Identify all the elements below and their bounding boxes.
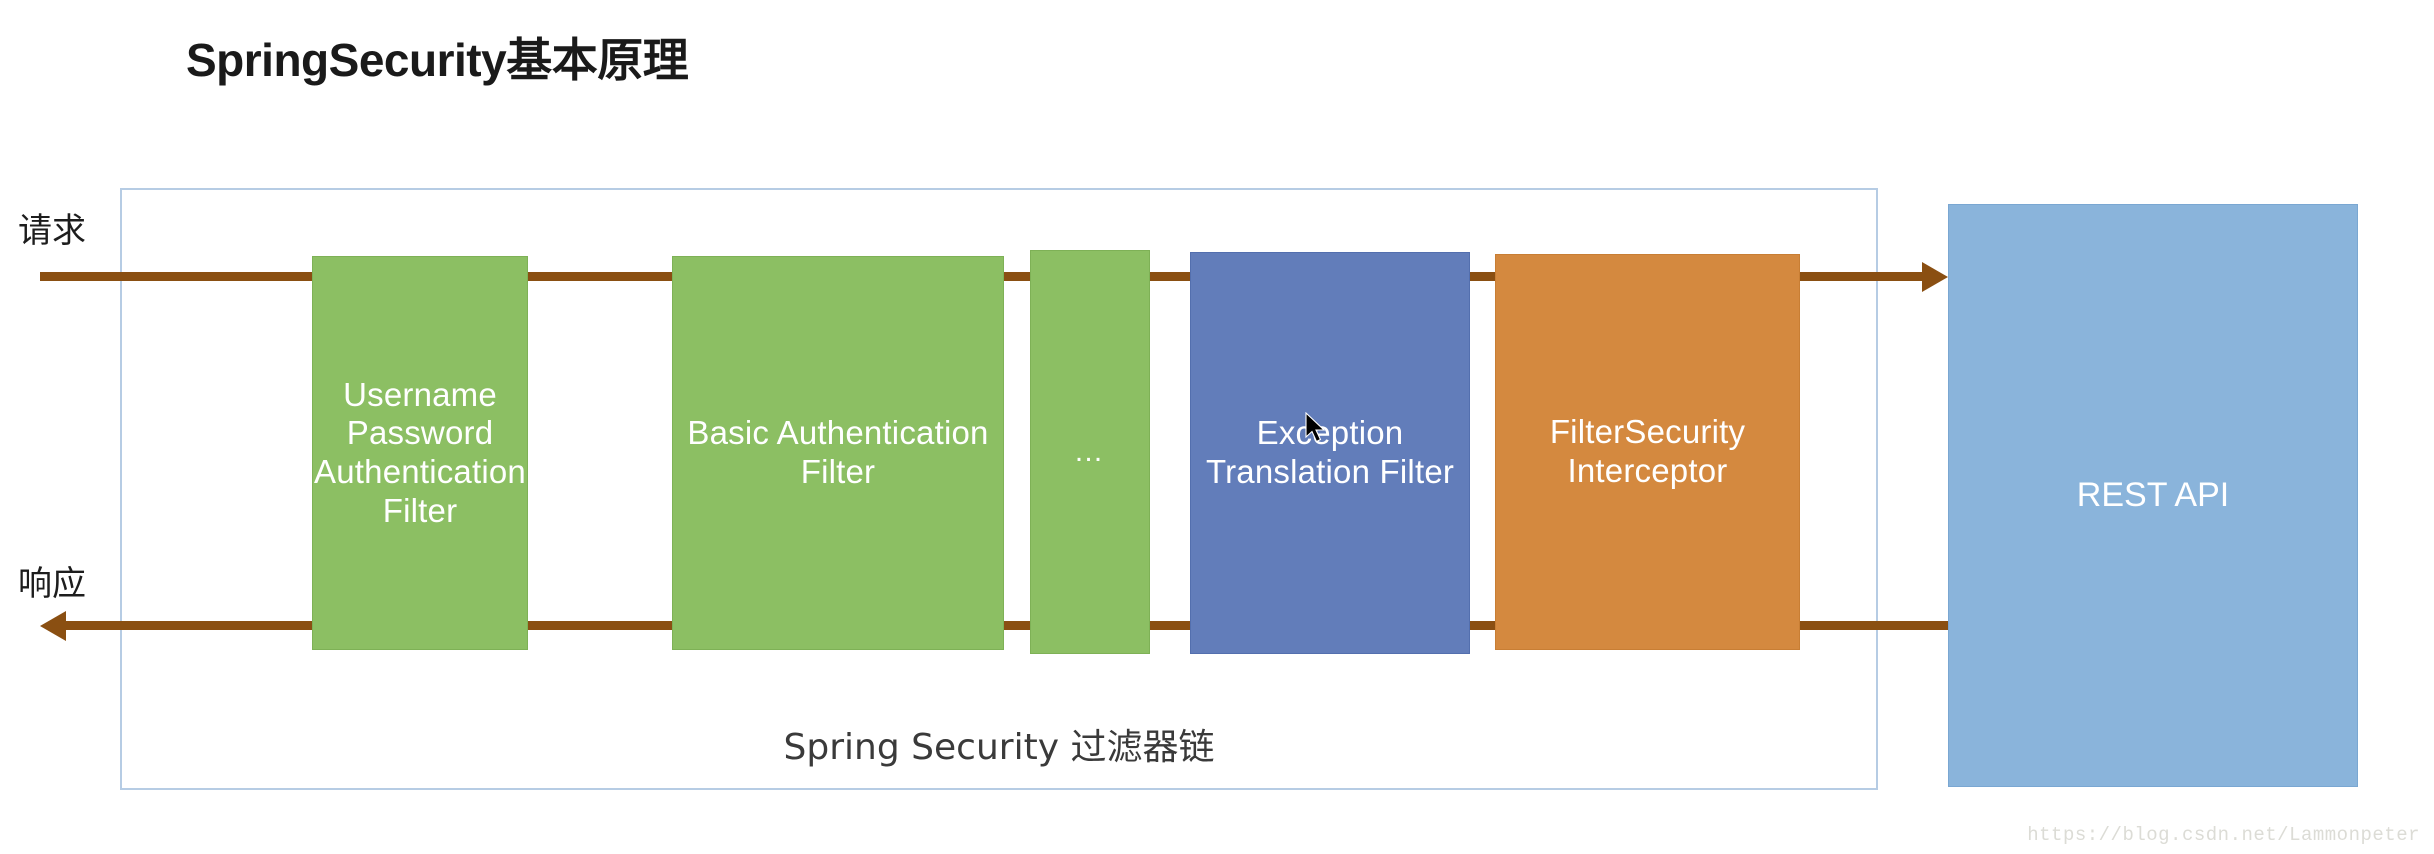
filter-box-basic-authentication-filter[interactable]: Basic Authentication Filter	[672, 256, 1004, 650]
request-flow-segment-2	[1002, 272, 1032, 281]
response-flow-segment-entry	[1798, 621, 1950, 630]
response-flow-segment-exit	[66, 621, 314, 630]
page-title: SpringSecurity基本原理	[186, 34, 689, 86]
filter-box-label: Basic Authentication Filter	[687, 414, 989, 490]
request-label: 请求	[18, 211, 86, 251]
response-label: 响应	[18, 564, 86, 604]
response-flow-segment-3	[1148, 621, 1192, 630]
filter-box-filter-security-interceptor[interactable]: FilterSecurity Interceptor	[1495, 254, 1800, 650]
request-flow-segment-3	[1148, 272, 1192, 281]
request-flow-segment-entry	[40, 272, 314, 281]
rest-api-label: REST API	[2076, 476, 2230, 514]
filter-box-ellipsis[interactable]: …	[1030, 250, 1150, 654]
request-flow-segment-4	[1468, 272, 1497, 281]
watermark: https://blog.csdn.net/Lammonpeter	[2027, 824, 2420, 846]
filter-chain-caption: Spring Security 过滤器链	[783, 727, 1215, 768]
rest-api-box[interactable]: REST API	[1948, 204, 2358, 787]
response-flow-segment-1	[526, 621, 674, 630]
response-flow-segment-2	[1002, 621, 1032, 630]
filter-box-label: …	[1073, 435, 1107, 469]
filter-box-username-password-authentication-filter[interactable]: Username Password Authentication Filter	[312, 256, 528, 650]
filter-box-label: Exception Translation Filter	[1205, 414, 1455, 490]
filter-box-exception-translation-filter[interactable]: Exception Translation Filter	[1190, 252, 1470, 654]
request-arrow-head-icon	[1922, 262, 1948, 292]
response-arrow-head-icon	[40, 611, 66, 641]
response-flow-segment-4	[1468, 621, 1497, 630]
filter-box-label: Username Password Authentication Filter	[314, 375, 526, 529]
request-flow-segment-1	[526, 272, 674, 281]
filter-box-label: FilterSecurity Interceptor	[1549, 413, 1746, 489]
request-flow-segment-exit	[1798, 272, 1924, 281]
